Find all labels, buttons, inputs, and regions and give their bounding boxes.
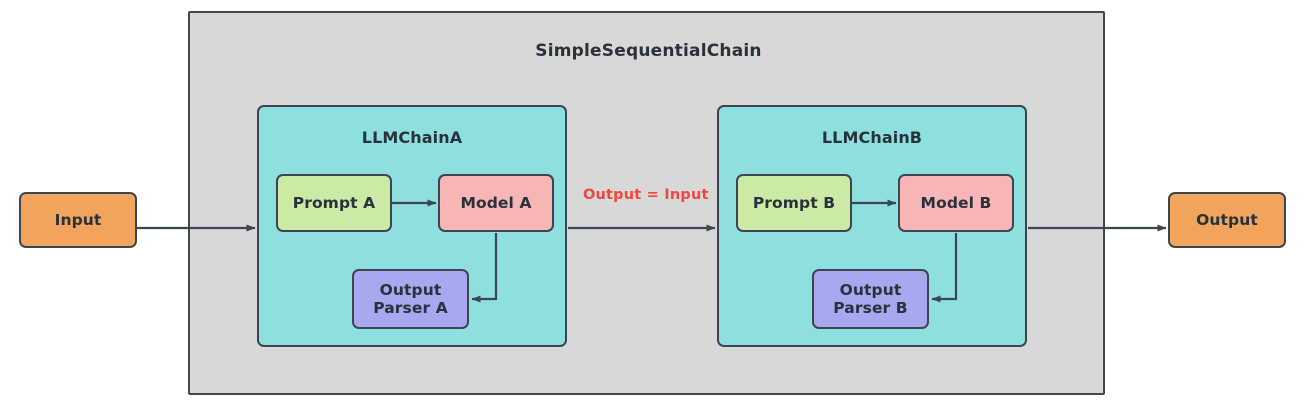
input-node[interactable]: Input: [19, 192, 137, 248]
output-parser-a-line1: Output: [379, 280, 442, 299]
output-parser-b-node[interactable]: Output Parser B: [812, 269, 929, 329]
output-parser-b-line2: Parser B: [833, 299, 908, 317]
output-node[interactable]: Output: [1168, 192, 1286, 248]
output-parser-a-node[interactable]: Output Parser A: [352, 269, 469, 329]
model-b-node[interactable]: Model B: [898, 174, 1014, 232]
output-parser-a-line2: Parser A: [373, 299, 448, 317]
edge-label-output-equals-input: Output = Input: [583, 187, 709, 203]
prompt-b-node[interactable]: Prompt B: [736, 174, 852, 232]
prompt-a-node[interactable]: Prompt A: [276, 174, 392, 232]
llmchain-a-title: LLMChainA: [361, 128, 463, 147]
model-a-node[interactable]: Model A: [438, 174, 554, 232]
llmchain-b-title: LLMChainB: [821, 128, 923, 147]
output-parser-b-line1: Output: [839, 280, 902, 299]
simple-sequential-chain-title: SimpleSequentialChain: [535, 41, 762, 61]
